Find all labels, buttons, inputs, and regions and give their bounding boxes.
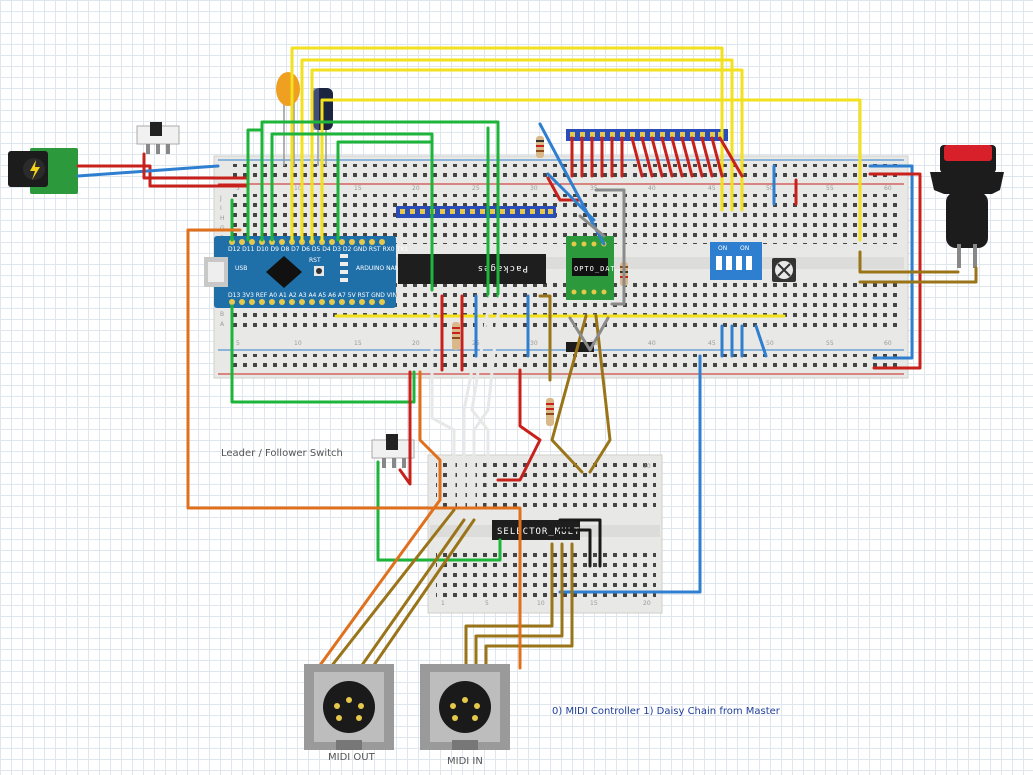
- optocoupler-board: OPTO_DAT: [566, 236, 616, 300]
- resistor: [536, 136, 544, 158]
- microcontroller-chip: [266, 256, 302, 288]
- sbb-col-15: 15: [590, 600, 598, 607]
- bb-col-15-bottom: 15: [354, 340, 362, 347]
- bb-col-30-bottom: 30: [530, 340, 538, 347]
- bb-col-5: 5: [236, 185, 240, 192]
- sbb-col-20-top: 20: [643, 463, 651, 470]
- bb-col-5-bottom: 5: [236, 340, 240, 347]
- bb-col-10-bottom: 10: [294, 340, 302, 347]
- dip-on-label-1: ON: [718, 245, 727, 252]
- dc-power-jack: [8, 148, 78, 194]
- top-pin-header: [566, 129, 728, 141]
- main-ic-chip: Packages: [398, 254, 546, 284]
- ceramic-capacitor: [276, 72, 300, 166]
- mode-note: 0) MIDI Controller 1) Daisy Chain from M…: [552, 706, 780, 717]
- arduino-nano: D12 D11 D10 D9 D8 D7 D6 D5 D4 D3 D2 GND …: [204, 236, 420, 308]
- resistor: [452, 322, 460, 350]
- bb-col-30: 30: [530, 185, 538, 192]
- wires: [76, 46, 978, 670]
- selector-ic-chip: SELECTOR_MULT: [492, 520, 580, 540]
- bb-col-50: 50: [766, 185, 774, 192]
- bb-row-i: I: [220, 205, 222, 212]
- resistor: [546, 398, 554, 426]
- bb-col-25: 25: [472, 185, 480, 192]
- bb-col-45-bottom: 45: [708, 340, 716, 347]
- bb-col-20-bottom: 20: [412, 340, 420, 347]
- bb-col-55-bottom: 55: [826, 340, 834, 347]
- nano-pins-bottom-label: D13 3V3 REF A0 A1 A2 A3 A4 A5 A6 A7 5V R…: [228, 292, 397, 299]
- bb-col-15: 15: [354, 185, 362, 192]
- dip-switch[interactable]: ON ON: [710, 242, 762, 280]
- dip-on-label-2: ON: [740, 245, 749, 252]
- bb-col-20: 20: [412, 185, 420, 192]
- nano-board-text: ARDUINO NANO V3.0: [356, 265, 420, 272]
- bb-row-b: B: [220, 311, 224, 318]
- bb-col-45: 45: [708, 185, 716, 192]
- selector-label: SELECTOR_MULT: [497, 527, 580, 537]
- nano-usb-label: USB: [235, 265, 247, 272]
- midi-in-connector: [420, 664, 510, 750]
- leader-follower-label: Leader / Follower Switch: [221, 448, 343, 459]
- midi-out-label: MIDI OUT: [328, 752, 375, 763]
- push-button[interactable]: [930, 145, 1004, 268]
- bb-col-55: 55: [826, 185, 834, 192]
- bb-col-40: 40: [648, 185, 656, 192]
- bb-row-j: J: [219, 195, 222, 202]
- bb-col-60: 60: [884, 185, 892, 192]
- sbb-col-10: 10: [537, 600, 545, 607]
- bb-col-35: 35: [590, 185, 598, 192]
- sbb-col-20: 20: [643, 600, 651, 607]
- bb-col-50-bottom: 50: [766, 340, 774, 347]
- bb-row-h: H: [220, 215, 225, 222]
- opto-label: OPTO_DAT: [574, 265, 616, 273]
- nano-rst-label: RST: [309, 257, 321, 264]
- power-slide-switch[interactable]: [136, 122, 180, 154]
- sbb-col-1: 1: [441, 600, 445, 607]
- lightning-icon: [30, 160, 40, 180]
- sbb-col-5: 5: [485, 600, 489, 607]
- midi-out-connector: [304, 664, 394, 750]
- main-ic-label: Packages: [477, 263, 528, 273]
- trimmer-potentiometer[interactable]: [772, 258, 796, 282]
- midi-in-label: MIDI IN: [447, 756, 483, 767]
- bb-col-40-bottom: 40: [648, 340, 656, 347]
- nano-pins-top-label: D12 D11 D10 D9 D8 D7 D6 D5 D4 D3 D2 GND …: [228, 246, 408, 253]
- bb-col-10: 10: [294, 185, 302, 192]
- small-breadboard-numbers: 1 5 10 15 20 20: [441, 463, 651, 607]
- bb-col-60-bottom: 60: [884, 340, 892, 347]
- bb-row-a: A: [220, 321, 225, 328]
- leader-follower-switch[interactable]: [371, 434, 415, 468]
- mid-pin-header: [396, 206, 556, 218]
